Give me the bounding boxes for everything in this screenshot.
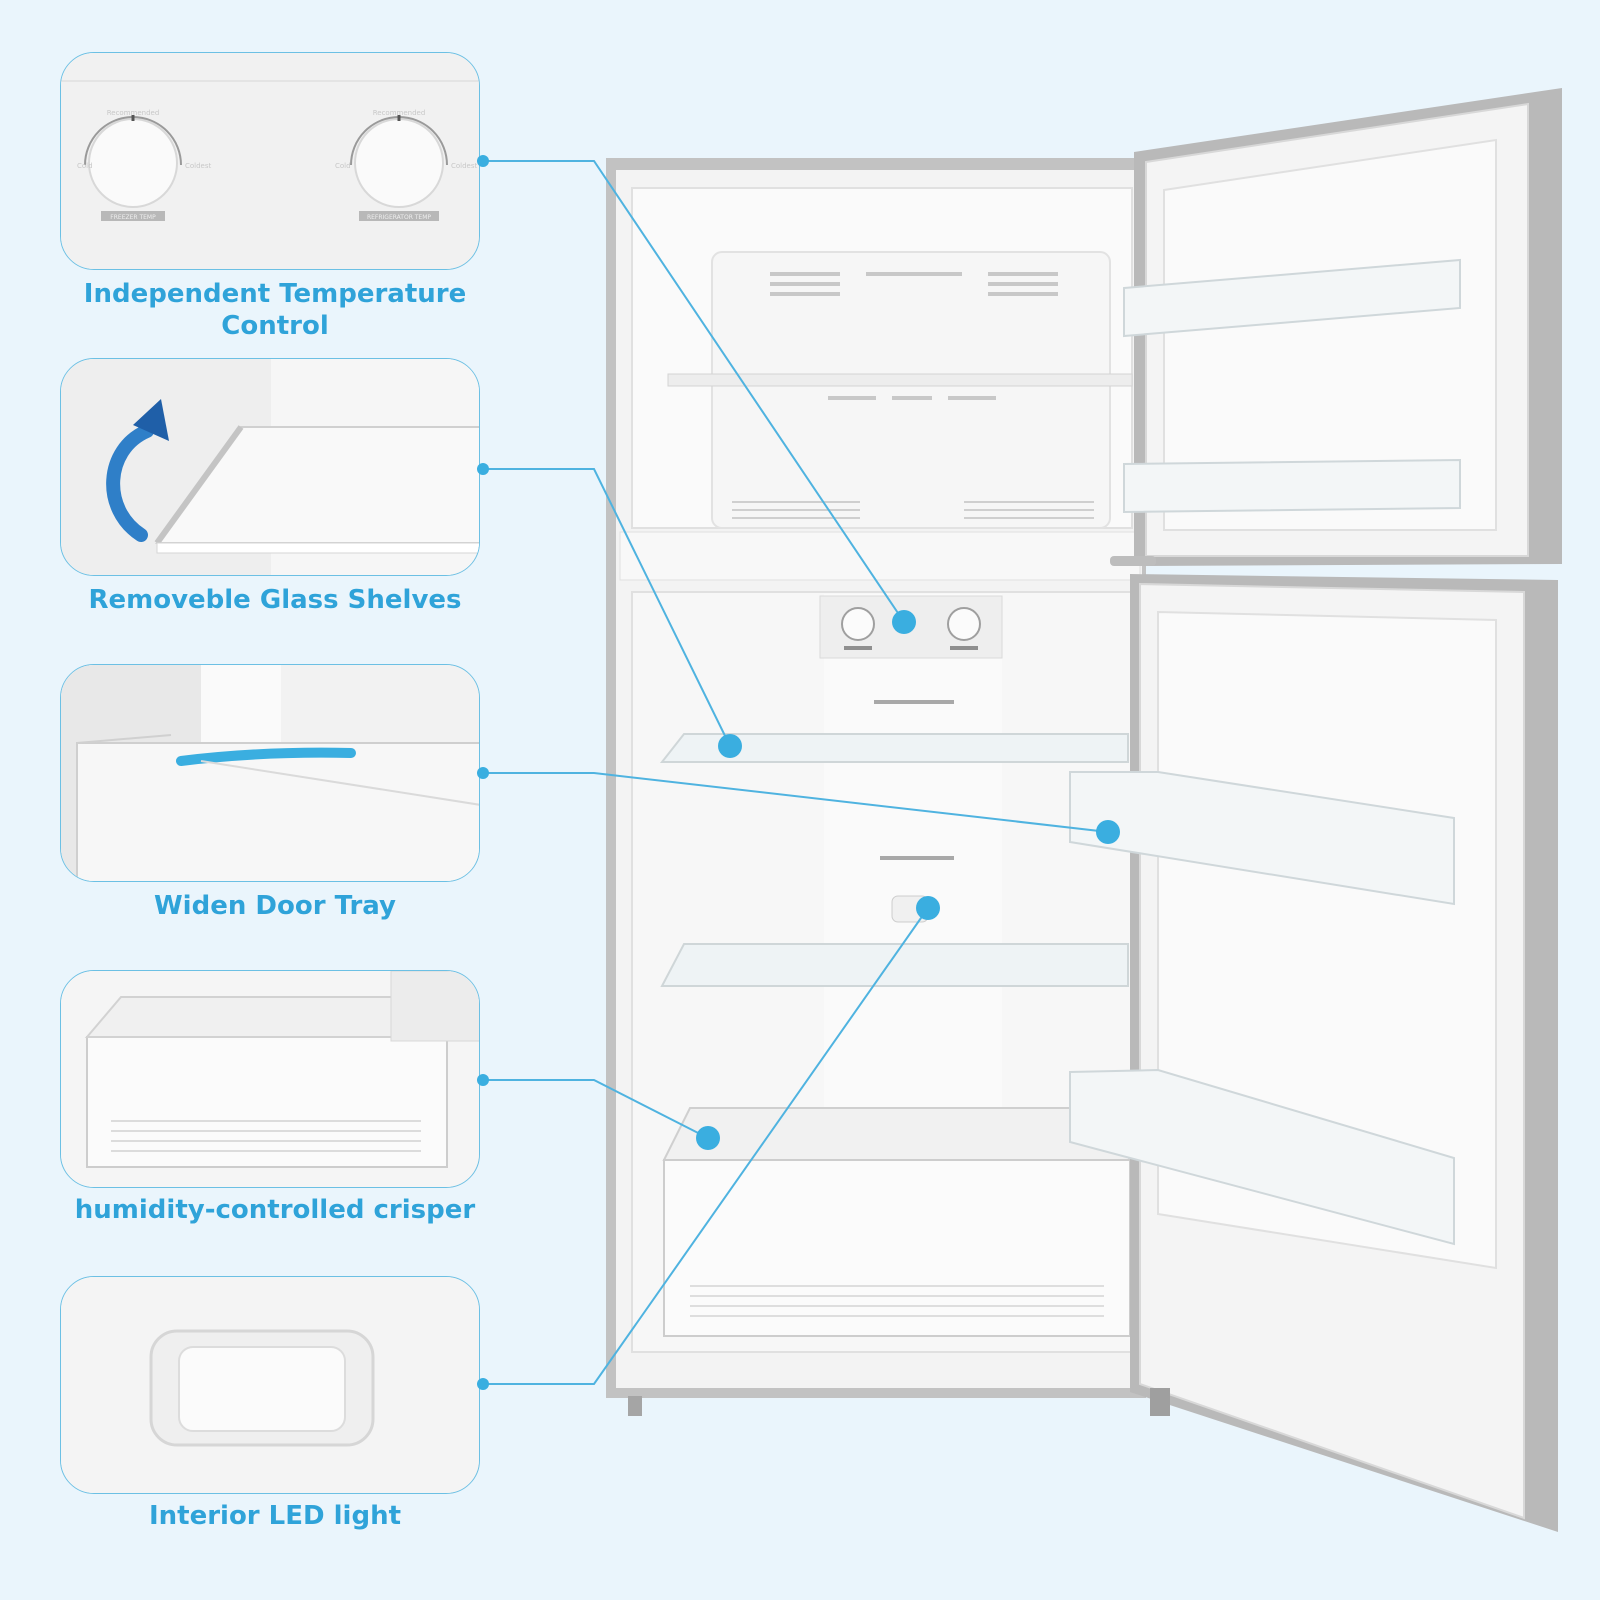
freezer-dial-cold: Cold (77, 162, 93, 170)
callout-line-glass-shelves (483, 468, 731, 747)
door-tray-lower (1069, 1068, 1455, 1246)
callout-marker-door-tray (1096, 820, 1120, 844)
fridge-temp-plate: REFRIGERATOR TEMP (367, 214, 431, 221)
freezer-door-tray-upper (1123, 258, 1461, 338)
fridge-dial-coldest: Coldest (451, 162, 478, 170)
callout-marker-glass-shelves (718, 734, 742, 758)
feature-caption-led: Interior LED light (148, 1501, 402, 1531)
callout-marker-led (916, 896, 940, 920)
feature-caption-glass-shelves: Removeble Glass Shelves (88, 585, 462, 615)
callout-anchor-temperature (477, 155, 489, 167)
callout-marker-crisper (696, 1126, 720, 1150)
callout-marker-temperature (892, 610, 916, 634)
door-tray-icon (61, 665, 479, 881)
freezer-temp-plate: FREEZER TEMP (110, 214, 156, 221)
callout-line-led (483, 907, 929, 1385)
feature-card-temperature: Recommended Cold Coldest FREEZER TEMP Re… (60, 52, 480, 270)
freezer-shelf (667, 373, 1133, 387)
feature-caption-crisper: humidity-controlled crisper (74, 1195, 476, 1225)
callout-line-temperature (483, 160, 905, 623)
callout-anchor-glass-shelves (477, 463, 489, 475)
led-light-icon (61, 1277, 479, 1493)
feature-card-glass-shelves (60, 358, 480, 576)
callout-anchor-crisper (477, 1074, 489, 1086)
glass-shelf-upper (659, 733, 1129, 763)
temperature-dial-icon: Recommended Cold Coldest FREEZER TEMP Re… (61, 53, 479, 269)
callout-line-door-tray (483, 772, 1109, 833)
feature-card-door-tray (60, 664, 480, 882)
glass-shelf-lower (660, 943, 1129, 987)
freezer-door-tray-lower (1123, 458, 1461, 514)
callout-anchor-led (477, 1378, 489, 1390)
freezer-dial-recommended: Recommended (107, 109, 160, 117)
crisper-drawer-icon (61, 971, 479, 1187)
freezer-dial-coldest: Coldest (185, 162, 212, 170)
fridge-dial-cold: Cold (335, 162, 351, 170)
feature-card-crisper (60, 970, 480, 1188)
fridge-dial-recommended: Recommended (373, 109, 426, 117)
callout-anchor-door-tray (477, 767, 489, 779)
feature-caption-temperature: Independent Temperature Control (83, 279, 467, 341)
callout-line-crisper (483, 1079, 709, 1139)
glass-shelf-icon (61, 359, 479, 575)
feature-card-led (60, 1276, 480, 1494)
door-tray-upper (1069, 771, 1455, 906)
feature-caption-door-tray: Widen Door Tray (154, 891, 396, 921)
